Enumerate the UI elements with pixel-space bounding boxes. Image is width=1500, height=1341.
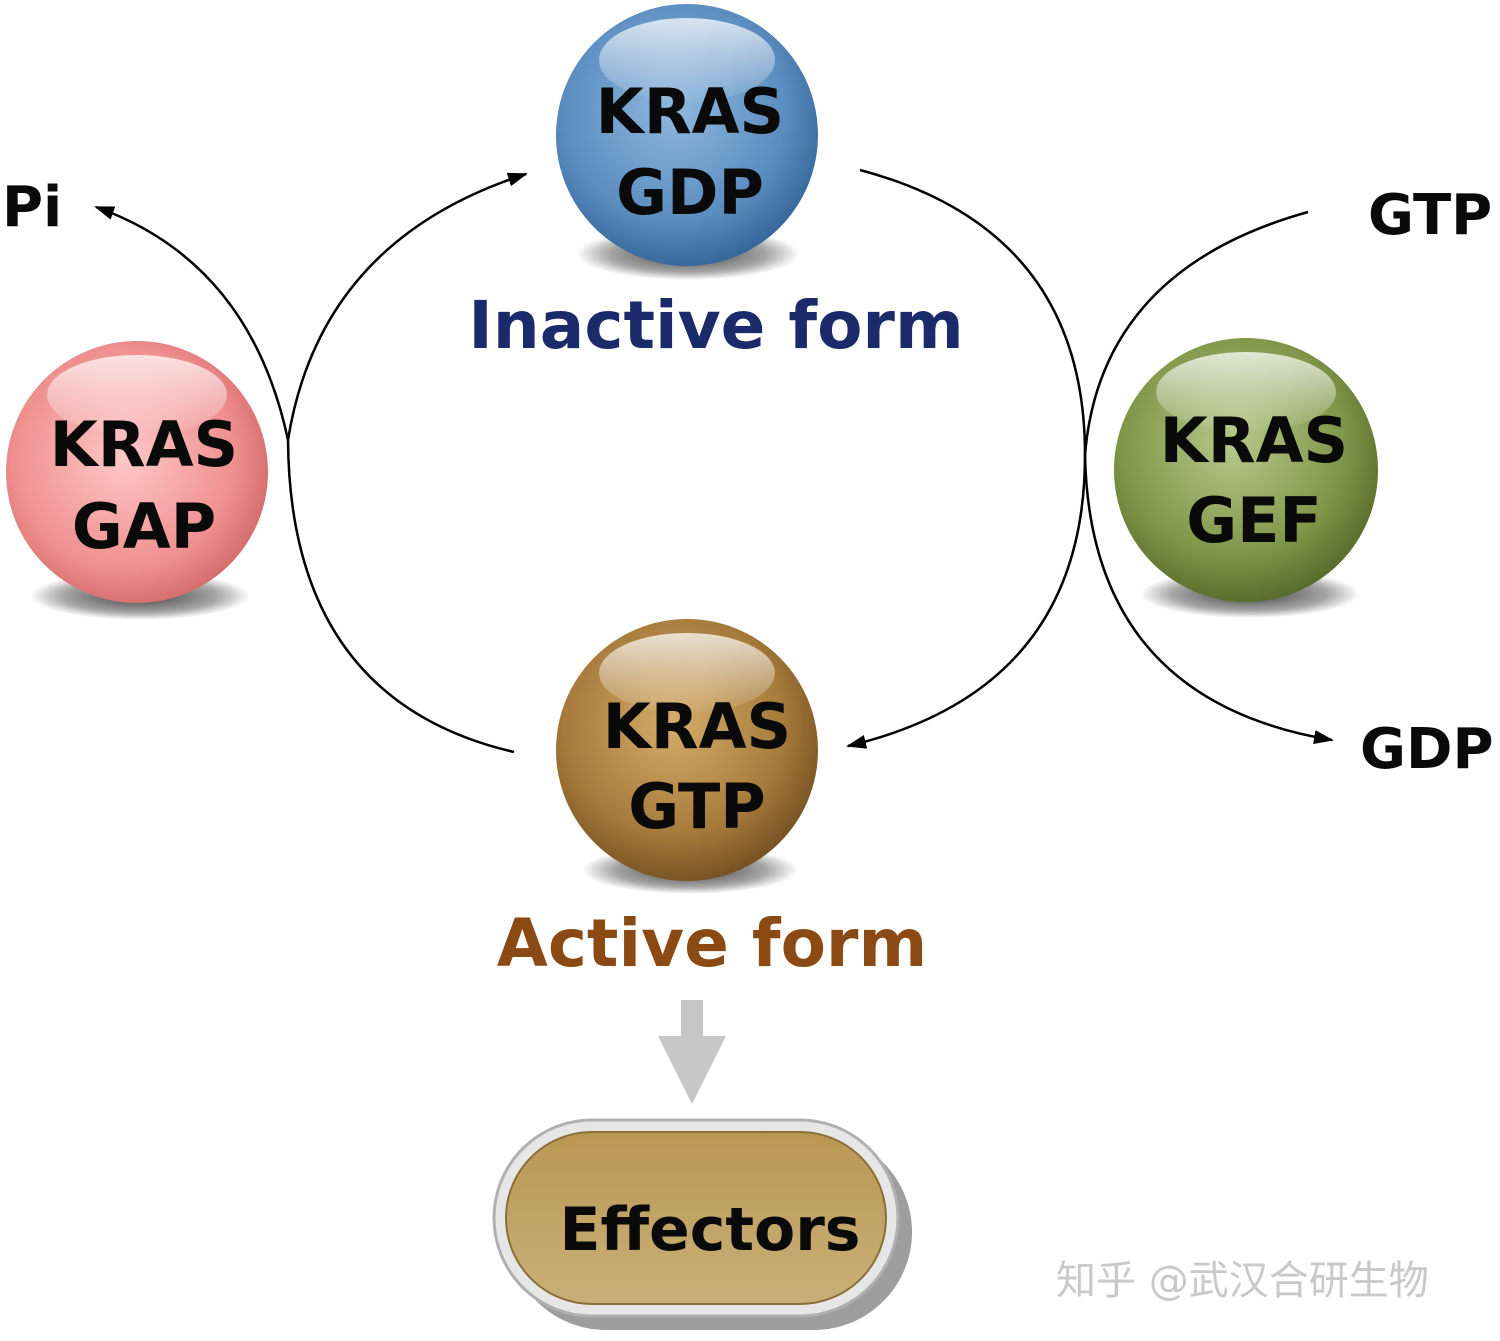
kras-gap-node: KRAS GAP [6,341,268,620]
arc-gtp-to-gap-line [286,439,515,754]
kras-gdp-line1: KRAS [596,75,784,148]
arc-gef-to-gtp-arrow [846,454,1087,749]
arc-gdp-release-arrow [1083,454,1334,744]
watermark-text: 知乎 @武汉合研生物 [1056,1258,1429,1304]
arc-gap-to-gdp-arrow [286,172,528,441]
effectors-box: Effectors [492,1118,912,1330]
active-form-label: Active form [497,905,928,982]
gtp-input-label: GTP [1368,183,1492,248]
kras-gtp-line2: GTP [628,770,766,843]
gdp-output-label: GDP [1360,717,1494,782]
kras-gap-line1: KRAS [50,408,238,481]
effectors-label: Effectors [559,1195,860,1265]
kras-gef-node: KRAS GEF [1114,338,1378,618]
kras-gdp-line2: GDP [616,156,764,229]
arc-gtp-in-line [1083,210,1309,456]
kras-gtp-node: KRAS GTP [556,619,818,894]
down-arrow-icon [658,1000,726,1104]
kras-gdp-node: KRAS GDP [556,4,818,280]
inactive-form-label: Inactive form [468,287,964,364]
pi-label: Pi [2,175,62,240]
arc-gdp-to-gef-line [859,168,1087,456]
cycle-arrows [94,168,1334,754]
arc-pi-release-arrow [94,205,290,441]
kras-gtp-line1: KRAS [603,690,791,763]
kras-gef-line1: KRAS [1160,404,1348,477]
kras-gef-line2: GEF [1186,484,1322,557]
kras-gap-line2: GAP [72,490,216,563]
